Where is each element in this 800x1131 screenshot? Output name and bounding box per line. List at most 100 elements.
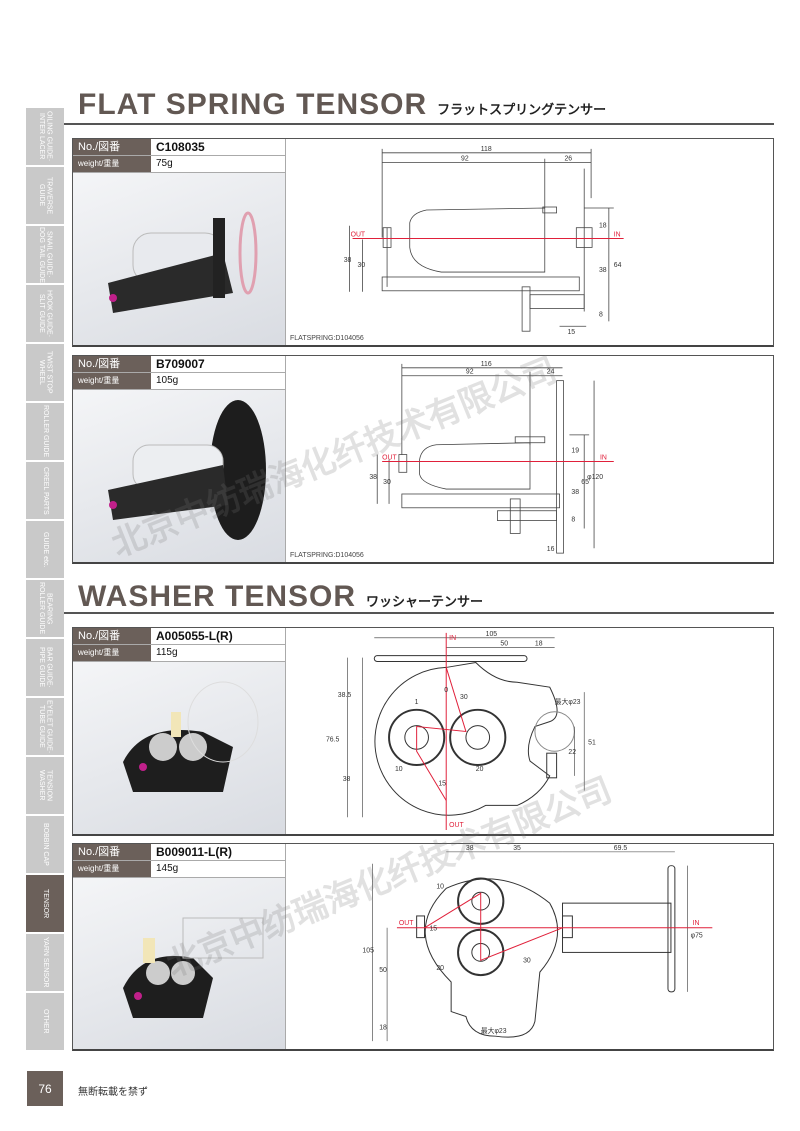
product-weight: 75g (156, 158, 173, 169)
tab-twist-stop[interactable]: TWIST STOP WHEEL (26, 344, 64, 401)
tab-other[interactable]: OTHER (26, 993, 64, 1050)
no-label: No./図番 (73, 628, 151, 644)
dimension-label: 15 (567, 329, 575, 336)
copyright-note: 無断転載を禁ず (78, 1087, 148, 1098)
product-weight: 145g (156, 863, 179, 874)
divider (64, 123, 774, 125)
category-sidebar: OILING GUIDE· INTER LACER TRAVERSE GUIDE… (26, 108, 64, 1052)
dimension-label: 69.5 (614, 845, 628, 852)
dimension-label: 105 (362, 947, 374, 954)
no-label: No./図番 (73, 139, 151, 155)
drawing-code: FLATSPRING:D104056 (290, 335, 364, 342)
dimension-label: φ120 (587, 474, 603, 481)
dimension-label: 38 (343, 776, 351, 783)
dimension-label: 38 (344, 257, 352, 264)
dimension-label: 92 (466, 369, 474, 376)
dimension-label: 最大φ23 (481, 1026, 507, 1035)
tab-eyelet-guide[interactable]: EYELET GUIDE· TUBE GUIDE (26, 698, 64, 755)
dimension-label: IN (693, 920, 700, 927)
dimension-label: 38 (466, 845, 474, 852)
tab-snail-guide[interactable]: SNAIL GUIDE· DOG TAIL GUIDE (26, 226, 64, 283)
no-label: No./図番 (73, 356, 151, 372)
tab-bar-guide[interactable]: BAR GUIDE· PIPE GUIDE (26, 639, 64, 696)
product-photo (73, 173, 285, 345)
dimension-label: 64 (614, 262, 622, 269)
dimension-label: 8 (599, 311, 603, 318)
tab-creel-parts[interactable]: CREEL PARTS (26, 462, 64, 519)
dimension-label: 38 (369, 474, 377, 481)
weight-label: weight/重量 (73, 645, 151, 661)
dimension-label: 15 (438, 781, 446, 788)
dimension-label: 116 (481, 361, 492, 368)
dimension-label: 30 (358, 262, 366, 269)
tab-tension-washer[interactable]: TENSION WASHER (26, 757, 64, 814)
dimension-label: 76.5 (326, 736, 340, 743)
dimension-label: 38.5 (338, 692, 352, 699)
dimension-label: 92 (461, 156, 469, 163)
dimension-label: IN (614, 232, 621, 239)
dimension-label: 38 (571, 489, 579, 496)
dimension-label: OUT (351, 232, 366, 239)
tab-bearing-roller[interactable]: BEARING ROLLER GUIDE (26, 580, 64, 637)
product-card-b009011: No./図番 B009011-L(R) weight/重量 145g 38 35 69.… (72, 843, 774, 1051)
page-number: 76 (27, 1071, 63, 1106)
product-number: B009011-L(R) (156, 845, 233, 859)
dimension-label: 30 (383, 479, 391, 486)
dimension-label: 65 (581, 479, 589, 486)
dimension-label: 50 (500, 641, 508, 648)
technical-drawing: 38 35 69.5 105 50 18 最大φ23 φ75 10 15 20 30 OUT IN (286, 844, 773, 1049)
tab-roller-guide[interactable]: ROLLER GUIDE (26, 403, 64, 460)
tab-hook-guide[interactable]: HOOK GUIDE· SLIT GUIDE (26, 285, 64, 342)
dimension-label: 118 (481, 146, 492, 153)
dimension-label: 10 (436, 883, 444, 890)
dimension-label: 15 (429, 926, 437, 933)
dimension-label: 24 (547, 369, 555, 376)
dimension-label: 18 (379, 1024, 387, 1031)
dimension-label: 8 (571, 517, 575, 524)
dimension-label: OUT (399, 920, 414, 927)
dimension-label: 26 (564, 156, 572, 163)
dimension-label: 51 (588, 739, 596, 746)
product-photo (73, 878, 285, 1049)
product-weight: 115g (156, 647, 178, 658)
weight-label: weight/重量 (73, 156, 151, 172)
tab-guide-etc[interactable]: GUIDE etc. (26, 521, 64, 578)
dimension-label: 30 (460, 694, 468, 701)
tab-bobbin-cap[interactable]: BOBBIN CAP (26, 816, 64, 873)
dimension-label: 30 (523, 957, 531, 964)
tab-oiling-guide[interactable]: OILING GUIDE· INTER LACER (26, 108, 64, 165)
dimension-label: IN (600, 454, 607, 461)
dimension-label: 最大φ23 (555, 697, 581, 706)
dimension-label: φ75 (691, 933, 703, 940)
dimension-label: IN (449, 635, 456, 642)
weight-label: weight/重量 (73, 861, 151, 877)
dimension-label: 35 (513, 845, 521, 852)
dimension-label: 38 (599, 267, 607, 274)
drawing-code: FLATSPRING:D104056 (290, 552, 364, 559)
no-label: No./図番 (73, 844, 151, 860)
dimension-label: 0 (444, 687, 448, 694)
divider (64, 612, 774, 614)
dimension-label: OUT (449, 822, 464, 829)
tab-yarn-sensor[interactable]: YARN SENSOR (26, 934, 64, 991)
product-number: B709007 (156, 357, 205, 371)
dimension-label: 105 (486, 631, 498, 638)
dimension-label: 1 (415, 699, 419, 706)
dimension-label: 10 (395, 766, 403, 773)
product-number: C108035 (156, 140, 205, 154)
tab-traverse-guide[interactable]: TRAVERSE GUIDE (26, 167, 64, 224)
product-photo (73, 662, 285, 834)
product-weight: 105g (156, 375, 179, 386)
dimension-label: 20 (436, 965, 444, 972)
dimension-label: 19 (571, 448, 579, 455)
product-photo (73, 390, 285, 562)
dimension-label: 50 (379, 967, 387, 974)
tab-tensor[interactable]: TENSOR (26, 875, 64, 932)
